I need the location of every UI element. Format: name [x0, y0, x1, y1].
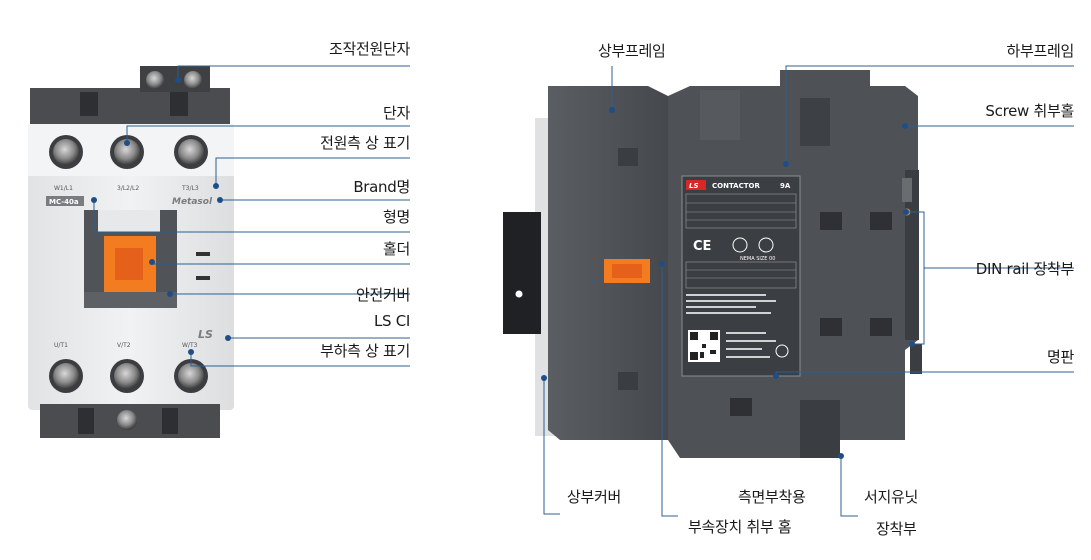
- label-din-rail: DIN rail 장착부: [975, 260, 1075, 278]
- label-side-mount-2: 부속장치 취부 홈: [688, 518, 792, 536]
- control-screw-2: [184, 71, 202, 89]
- label-upper-cover: 상부커버: [567, 488, 622, 506]
- mark-top-mid: 3/L2/L2: [117, 185, 139, 192]
- label-control-terminal: 조작전원단자: [328, 40, 410, 58]
- bottom-screw-1: [53, 363, 79, 389]
- mark-model: MC-40a: [49, 198, 79, 206]
- label-screw-hole: Screw 취부홀: [985, 102, 1074, 120]
- mark-top-left: W1/L1: [54, 185, 73, 192]
- nameplate-logo: LS: [689, 182, 699, 190]
- label-load-phase-marking: 부하측 상 표기: [320, 342, 410, 360]
- front-leader-dots: [91, 77, 231, 355]
- mark-logo: LS: [198, 328, 213, 341]
- side-leader-dots: [541, 107, 915, 459]
- mark-bottom-mid: V/T2: [117, 342, 131, 349]
- label-safety-cover: 안전커버: [355, 286, 410, 304]
- label-surge-unit-1: 서지유닛: [864, 488, 919, 506]
- side-leaders: [543, 65, 1074, 517]
- label-holder: 홀더: [382, 240, 410, 258]
- top-screw-3: [178, 139, 204, 165]
- label-lower-frame: 하부프레임: [1006, 42, 1074, 60]
- front-leaders: [93, 65, 410, 367]
- mark-bottom-right: W/T3: [182, 342, 198, 349]
- label-brand-name: Brand명: [353, 178, 410, 196]
- bottom-screw-2: [114, 363, 140, 389]
- model-plate: [46, 196, 84, 206]
- nameplate-rating: 9A: [780, 182, 791, 190]
- bottom-screw-3: [178, 363, 204, 389]
- mark-bottom-left: U/T1: [54, 342, 68, 349]
- front-contactor: W1/L1 3/L2/L2 T3/L3 MC-40a Metasol LS U/…: [28, 66, 234, 438]
- label-surge-unit-2: 장착부: [876, 520, 917, 538]
- top-screw-2: [114, 139, 140, 165]
- label-model-name: 형명: [382, 208, 410, 226]
- front-top-frame: [30, 88, 230, 130]
- label-nameplate: 명판: [1046, 348, 1074, 366]
- label-line-phase-marking: 전원측 상 표기: [320, 134, 410, 152]
- nameplate-title: CONTACTOR: [712, 182, 760, 190]
- mark-brand: Metasol: [172, 197, 213, 207]
- nameplate-nema: NEMA SIZE 00: [740, 256, 775, 262]
- left-mount: [503, 212, 541, 334]
- label-upper-frame: 상부프레임: [598, 42, 666, 60]
- top-screw-1: [53, 139, 79, 165]
- label-side-mount-1: 측면부착용: [738, 488, 806, 506]
- mark-top-right: T3/L3: [181, 185, 199, 192]
- label-ls-ci: LS CI: [373, 312, 410, 330]
- control-screw-1: [146, 71, 164, 89]
- side-contactor: LS CONTACTOR 9A CE NEMA SIZE 00: [503, 70, 922, 458]
- label-terminal: 단자: [382, 104, 410, 122]
- nameplate-ce: CE: [693, 239, 711, 254]
